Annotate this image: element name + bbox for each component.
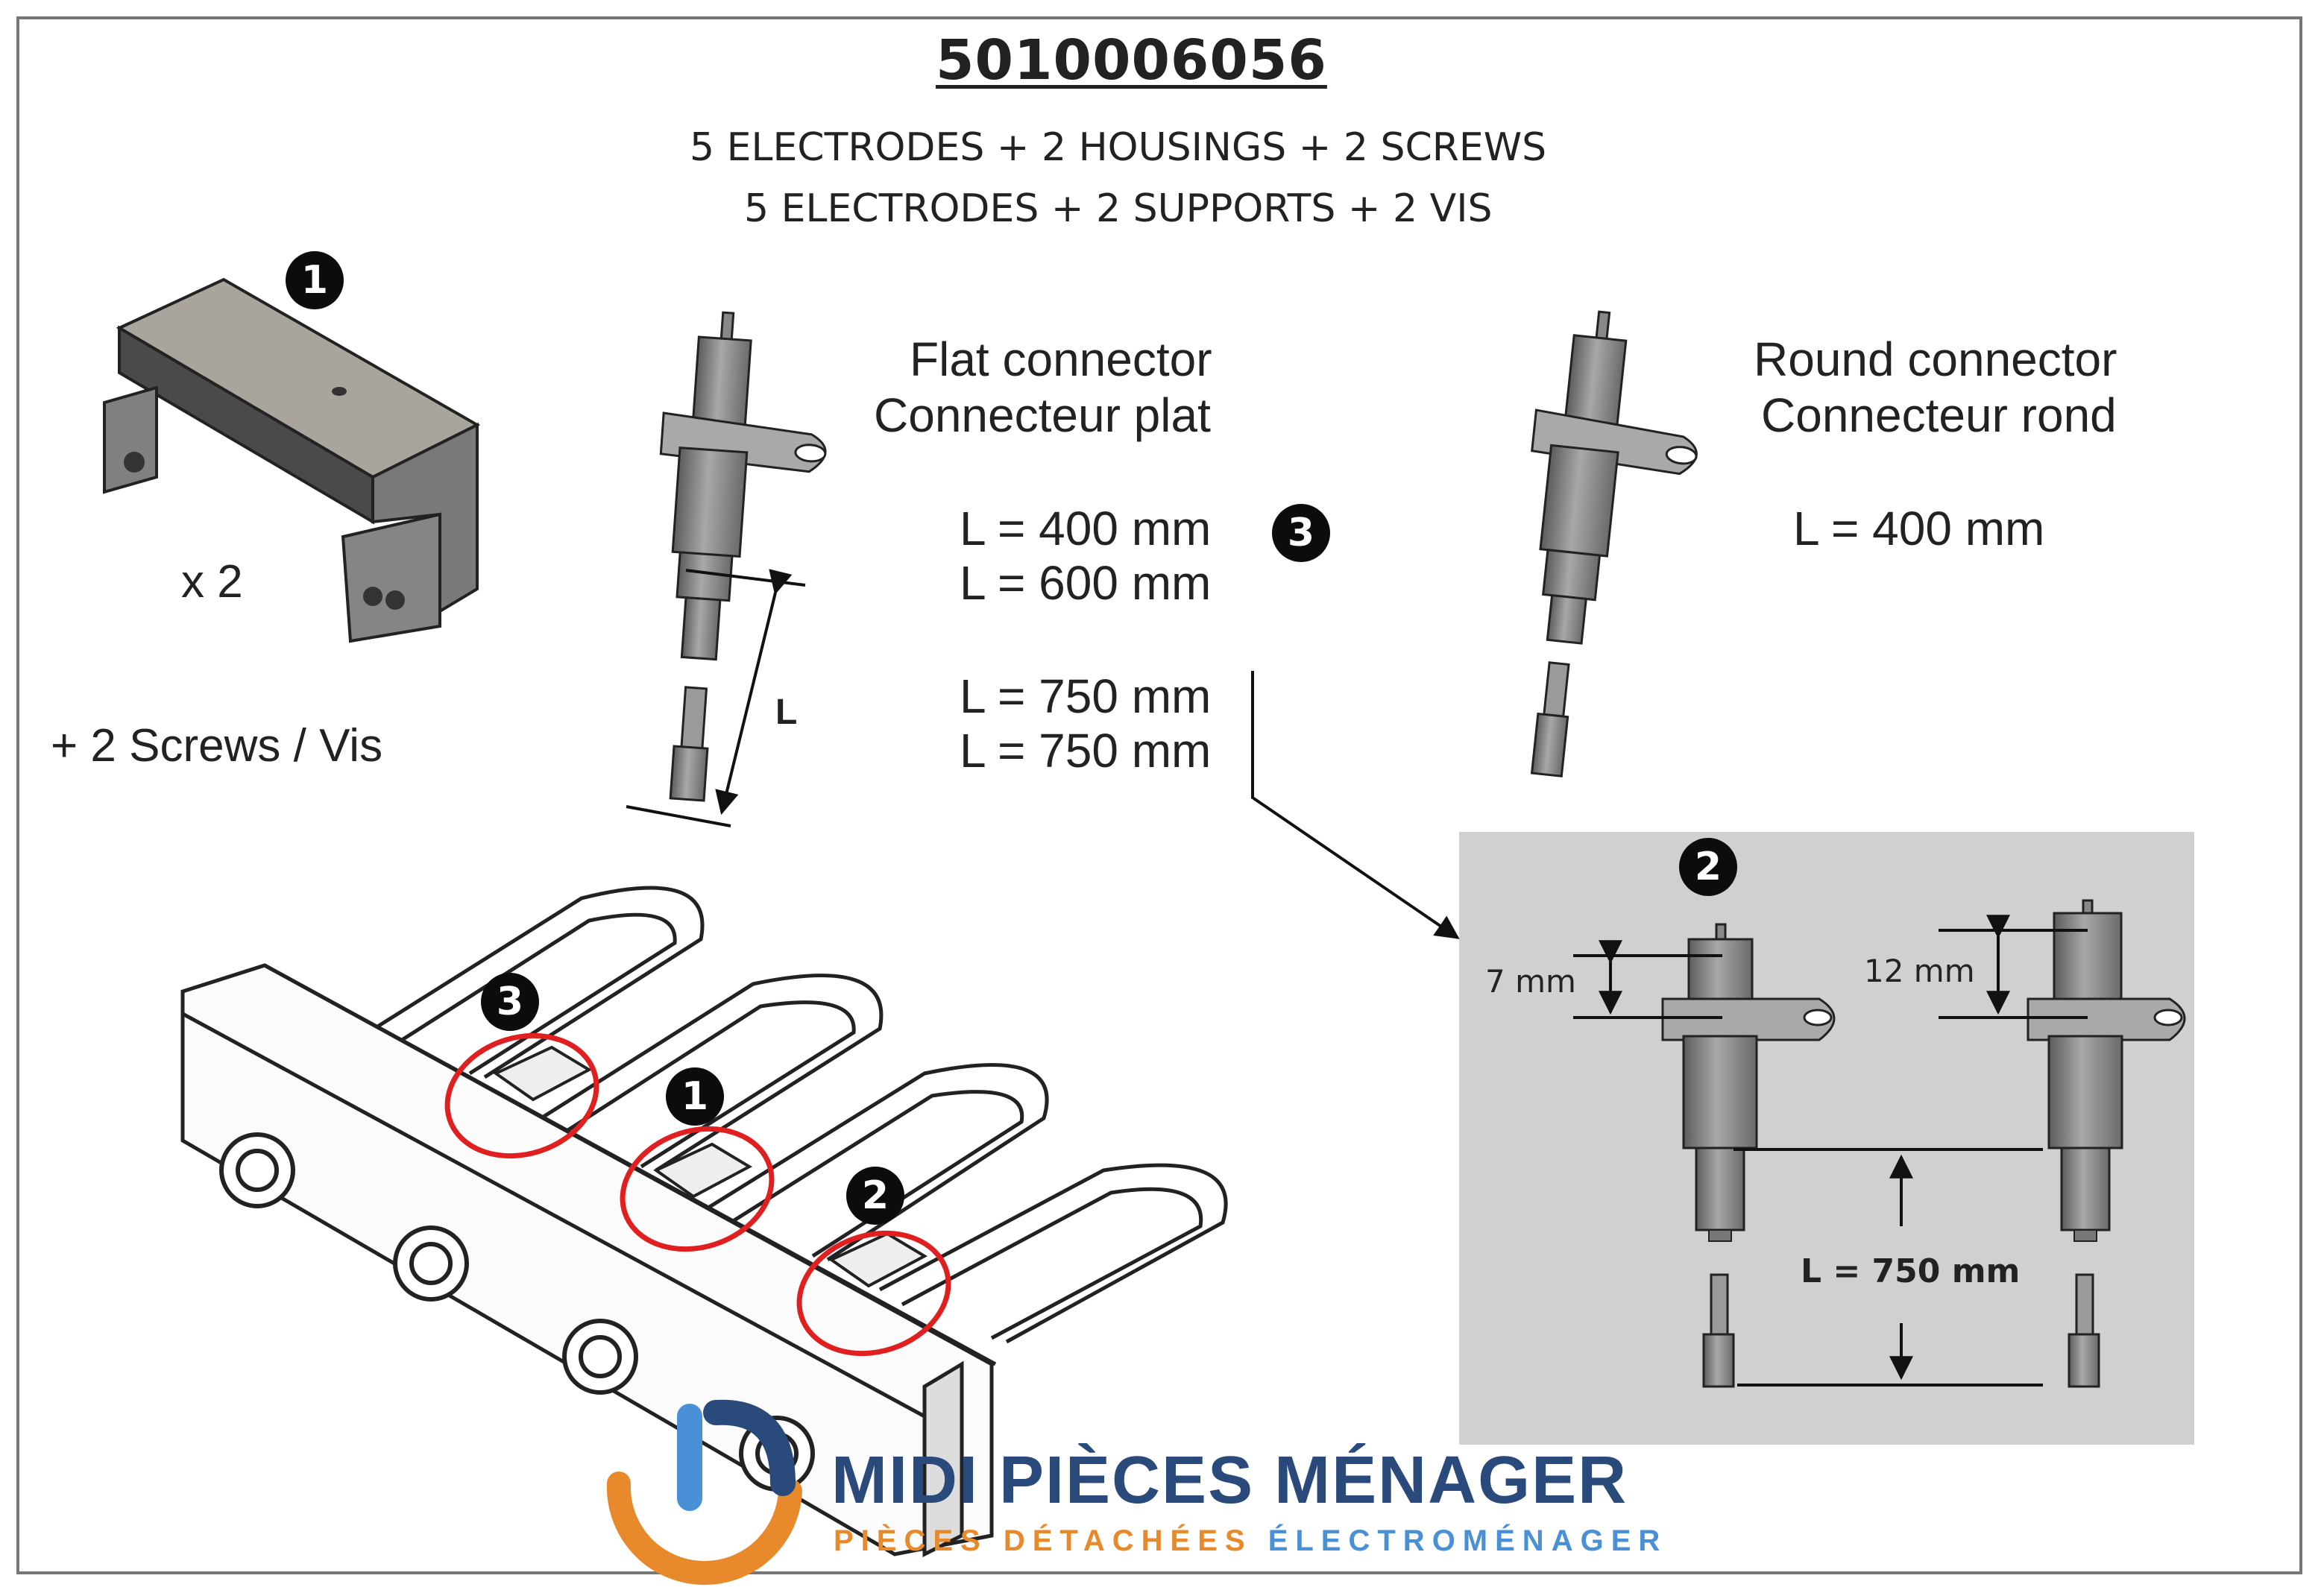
badge-assembly-3: 3 <box>481 973 539 1031</box>
length-dimension-label: L <box>775 693 798 732</box>
badge-detail: 2 <box>1679 838 1737 896</box>
housing-bracket-illustration <box>103 277 481 643</box>
flat-connector-electrode <box>659 311 827 802</box>
flat-length-4: L = 750 mm <box>960 724 1212 777</box>
round-connector-electrode <box>1530 310 1698 777</box>
badge-assembly-2: 2 <box>846 1167 904 1225</box>
detail-electrode-right <box>2027 899 2186 1388</box>
assembly-housings <box>493 1045 928 1288</box>
logo-tagline: PIÈCES DÉTACHÉES ÉLECTROMÉNAGER <box>834 1524 1667 1558</box>
housing-quantity: x 2 <box>181 556 243 608</box>
flat-connector-title-en: Flat connector <box>910 332 1212 386</box>
badge-flat-lengths: 3 <box>1272 504 1330 562</box>
logo-mark <box>606 1399 802 1586</box>
reference-number: 5010006056 <box>936 28 1327 92</box>
flat-connector-title-fr: Connecteur plat <box>874 388 1211 442</box>
detail-dim-large: 12 mm <box>1864 953 1975 989</box>
screws-label: + 2 Screws / Vis <box>51 720 383 772</box>
badge-assembly-1: 1 <box>666 1067 724 1126</box>
length-dimension <box>626 569 806 827</box>
round-connector-title-en: Round connector <box>1754 332 2117 386</box>
flat-length-3: L = 750 mm <box>960 669 1212 723</box>
badge-housing: 1 <box>286 251 344 309</box>
detail-dimensions <box>1573 915 2088 1387</box>
contents-line-fr: 5 ELECTRODES + 2 SUPPORTS + 2 VIS <box>744 186 1493 231</box>
detail-length: L = 750 mm <box>1801 1252 2021 1290</box>
detail-electrode-left <box>1661 923 1836 1388</box>
contents-line-en: 5 ELECTRODES + 2 HOUSINGS + 2 SCREWS <box>690 125 1547 170</box>
logo-tagline-a: PIÈCES DÉTACHÉES <box>834 1524 1253 1557</box>
round-length: L = 400 mm <box>1793 502 2045 555</box>
diagram-frame <box>16 16 2302 1574</box>
round-connector-title-fr: Connecteur rond <box>1761 388 2117 442</box>
flat-length-1: L = 400 mm <box>960 502 1212 555</box>
logo-tagline-b: ÉLECTROMÉNAGER <box>1268 1524 1668 1557</box>
logo-name: MIDI PIÈCES MÉNAGER <box>831 1443 1628 1518</box>
detail-dim-small: 7 mm <box>1485 963 1576 1000</box>
assembly-highlight-circles <box>444 1032 951 1357</box>
heating-element-assembly <box>180 886 1228 1558</box>
flat-length-2: L = 600 mm <box>960 556 1212 610</box>
detail-pointer <box>1251 671 1460 939</box>
